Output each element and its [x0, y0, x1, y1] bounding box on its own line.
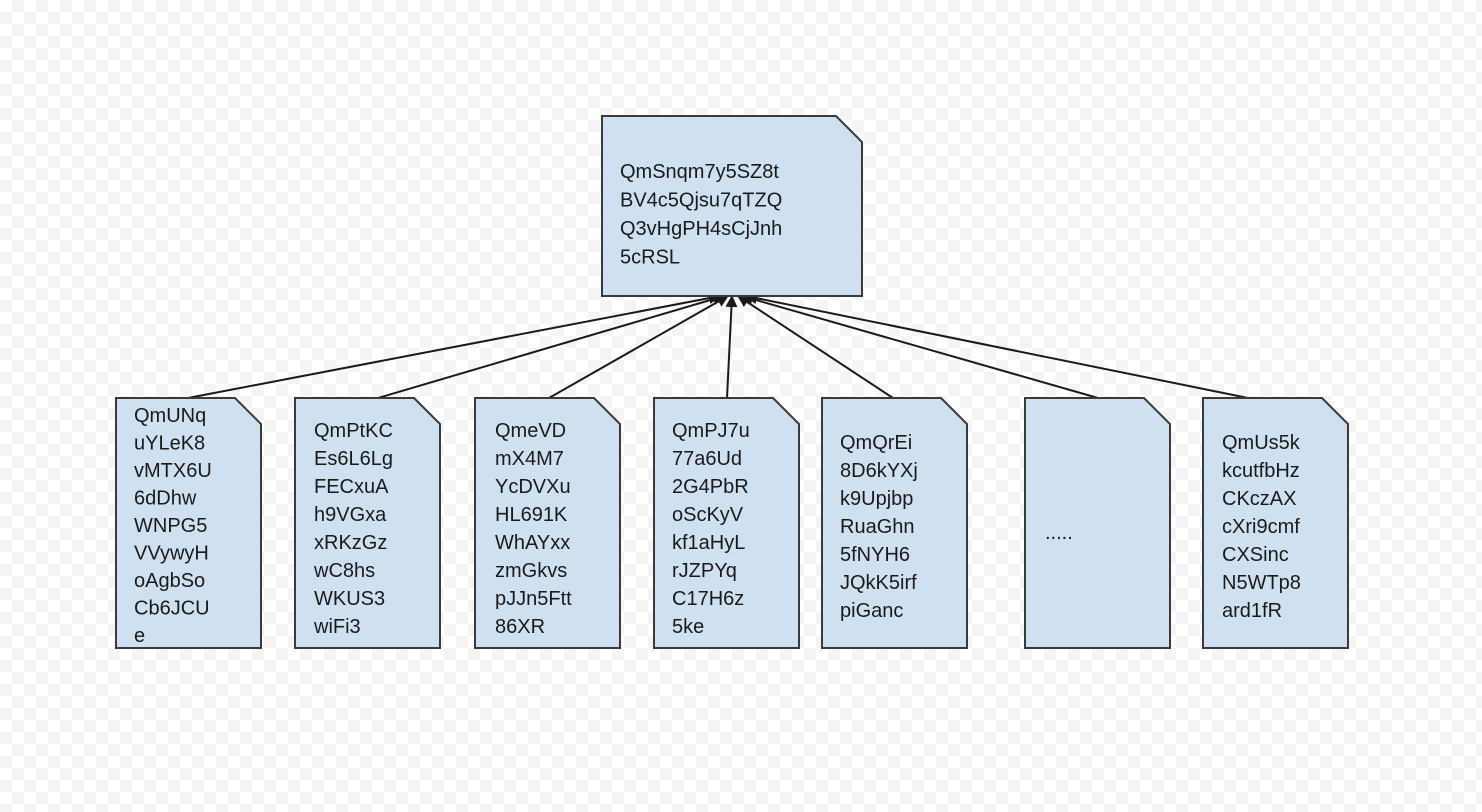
document-node-shape [1024, 397, 1171, 649]
node-hash-line: k9Upjbp [840, 488, 913, 510]
node-hash-line: 5fNYH6 [840, 544, 910, 566]
node-hash-line: wiFi3 [313, 616, 361, 638]
node-hash-line: QmQrEi [840, 432, 912, 454]
node-hash-line: xRKzGz [314, 532, 387, 554]
node-hash-line: rJZPYq [672, 560, 737, 582]
node-hash-line: pJJn5Ftt [495, 588, 572, 610]
document-node-shape [294, 397, 441, 649]
node-hash-line: WhAYxx [495, 532, 570, 554]
node-hash-line: CXSinc [1222, 544, 1289, 566]
edge-child-2-to-root [377, 293, 725, 399]
child-node-4: QmPJ7u 77a6Ud 2G4PbR oScKyV kf1aHyL rJZPYqC17… [653, 397, 800, 649]
node-hash-line: ..... [1045, 522, 1073, 544]
node-hash-line: 5ke [672, 616, 704, 638]
node-hash-line: QmeVD [495, 420, 566, 442]
node-hash-line: QmUNq [134, 405, 206, 427]
node-hash-line: uYLeK8 [134, 433, 205, 455]
node-hash-line: h9VGxa [314, 504, 387, 526]
node-hash-line: RuaGhn [840, 516, 915, 538]
node-hash-line: zmGkvs [495, 560, 567, 582]
document-node-shape [474, 397, 621, 649]
node-hash-line: cXri9cmf [1222, 516, 1300, 538]
node-hash-line: CKczAX [1222, 488, 1296, 510]
node-hash-line: 6dDhw [134, 488, 197, 510]
node-hash-line: QmSnqm7y5SZ8t [620, 161, 779, 183]
edge-child-3-to-root [548, 295, 729, 399]
node-hash-line: oScKyV [672, 504, 744, 526]
node-hash-line: mX4M7 [495, 448, 564, 470]
node-hash-line: kf1aHyL [672, 532, 745, 554]
node-hash-line: 2G4PbR [672, 476, 749, 498]
node-hash-line: Cb6JCU [134, 598, 210, 620]
document-node-shape [115, 397, 262, 649]
node-hash-line: ard1fR [1222, 600, 1282, 622]
edges [187, 292, 1249, 399]
node-hash-line: Es6L6Lg [314, 448, 393, 470]
ellipsis-node: ..... [1024, 397, 1171, 649]
node-hash-line: 8D6kYXj [840, 460, 918, 482]
node-hash-line: wC8hs [313, 560, 375, 582]
node-hash-line: oAgbSo [134, 570, 205, 592]
node-hash-line: HL691K [495, 504, 568, 526]
node-hash-line: QmUs5k [1222, 432, 1301, 454]
node-hash-line: Q3vHgPH4sCjJnh [620, 218, 782, 240]
node-hash-line: FECxuA [314, 476, 389, 498]
edge-child-1-to-root [187, 292, 721, 399]
node-hash-line: QmPtKC [314, 420, 393, 442]
edge-child-6-to-root [741, 293, 1099, 399]
edge-child-7-to-root [745, 292, 1249, 399]
node-hash-line: YcDVXu [495, 476, 571, 498]
node-hash-line: BV4c5Qjsu7qTZQ [620, 190, 782, 212]
node-hash-line: QmPJ7u [672, 420, 750, 442]
node-hash-line: 86XR [495, 616, 545, 638]
node-hash-line: piGanc [840, 600, 903, 622]
node-hash-line: 5cRSL [620, 247, 680, 269]
node-hash-line: kcutfbHz [1222, 460, 1300, 482]
document-node-shape [821, 397, 968, 649]
node-hash-line: VVywyH [134, 543, 209, 565]
node-hash-line: JQkK5irf [840, 572, 917, 594]
node-hash-line: WNPG5 [134, 515, 207, 537]
document-node-shape [1202, 397, 1349, 649]
document-node-shape [601, 115, 863, 297]
edge-child-5-to-root [737, 295, 894, 399]
node-hash-line: 77a6Ud [672, 448, 742, 470]
edge-child-4-to-root [725, 295, 738, 399]
node-hash-line: WKUS3 [314, 588, 385, 610]
node-hash-line: vMTX6U [134, 460, 212, 482]
document-node-shape [653, 397, 800, 649]
node-hash-line: C17H6z [672, 588, 744, 610]
node-hash-line: e [134, 625, 145, 647]
node-hash-line: N5WTp8 [1222, 572, 1301, 594]
